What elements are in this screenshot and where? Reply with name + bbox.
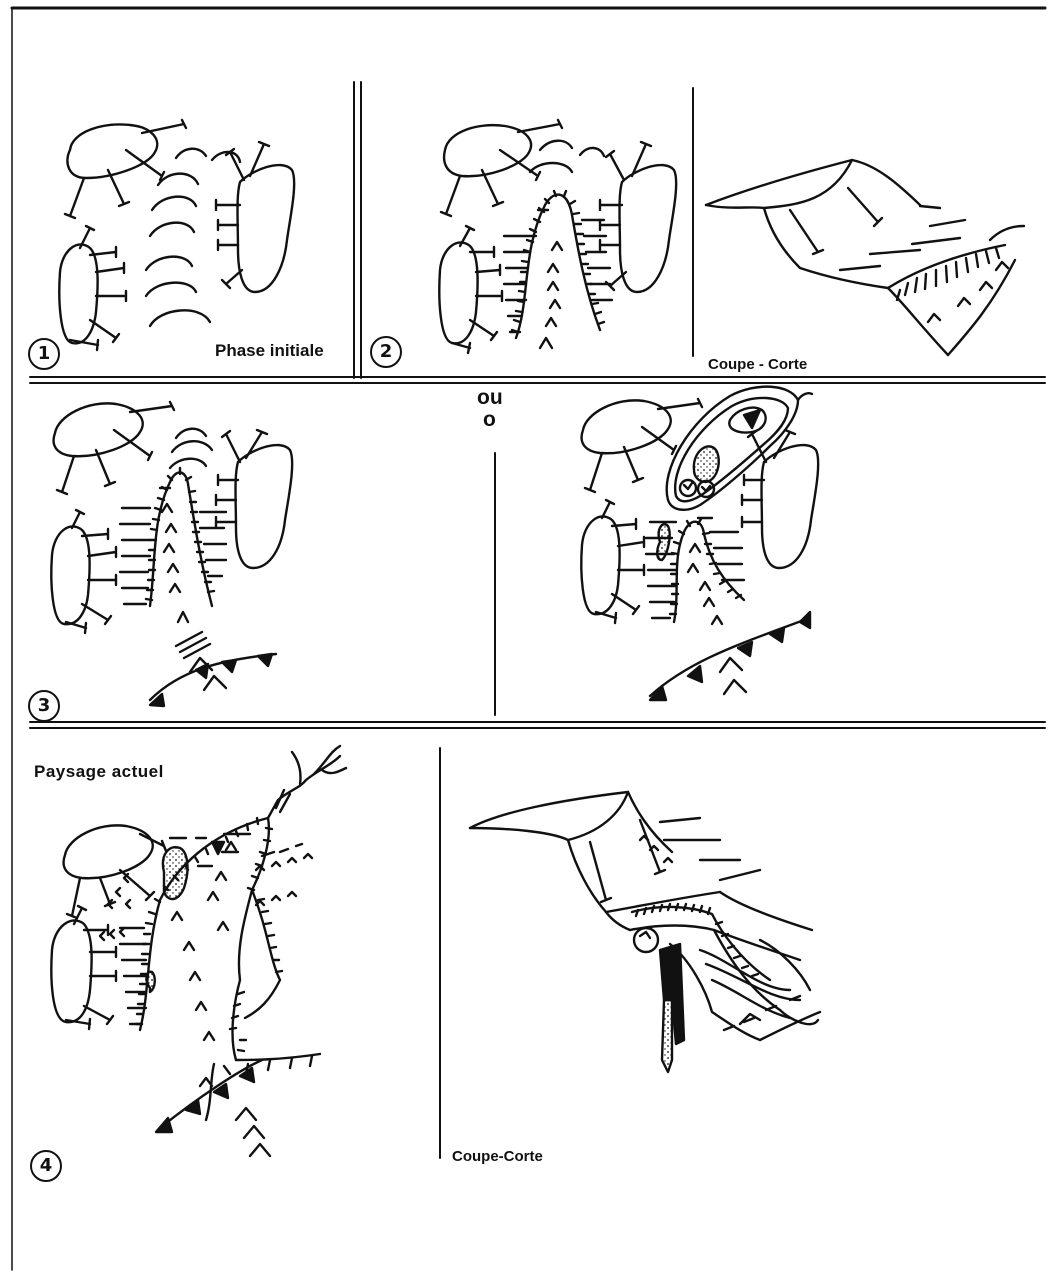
panel-3-sketch [51, 402, 292, 706]
panel-4-section-sketch [470, 792, 820, 1072]
panel-1-caption: Phase initiale [215, 341, 324, 361]
panel-4-number: 4 [30, 1150, 62, 1182]
panel-3-number: 3 [28, 690, 60, 722]
panel-1-number: 1 [28, 338, 60, 370]
panel-2-number: 2 [370, 336, 402, 368]
alternative-label-o: o [483, 408, 496, 432]
panel-1-sketch [59, 120, 294, 350]
panel-4-sketch [51, 746, 346, 1156]
panel-4-title: Paysage actuel [34, 762, 164, 782]
panel-2-caption: Coupe - Corte [708, 356, 807, 373]
panel-4-caption: Coupe-Corte [452, 1148, 543, 1165]
panel-frame [12, 8, 1045, 1270]
alternative-label-ou: ou [477, 386, 503, 410]
panel-2-sketch [439, 120, 1024, 355]
panel-3-alternative-sketch [581, 387, 818, 700]
